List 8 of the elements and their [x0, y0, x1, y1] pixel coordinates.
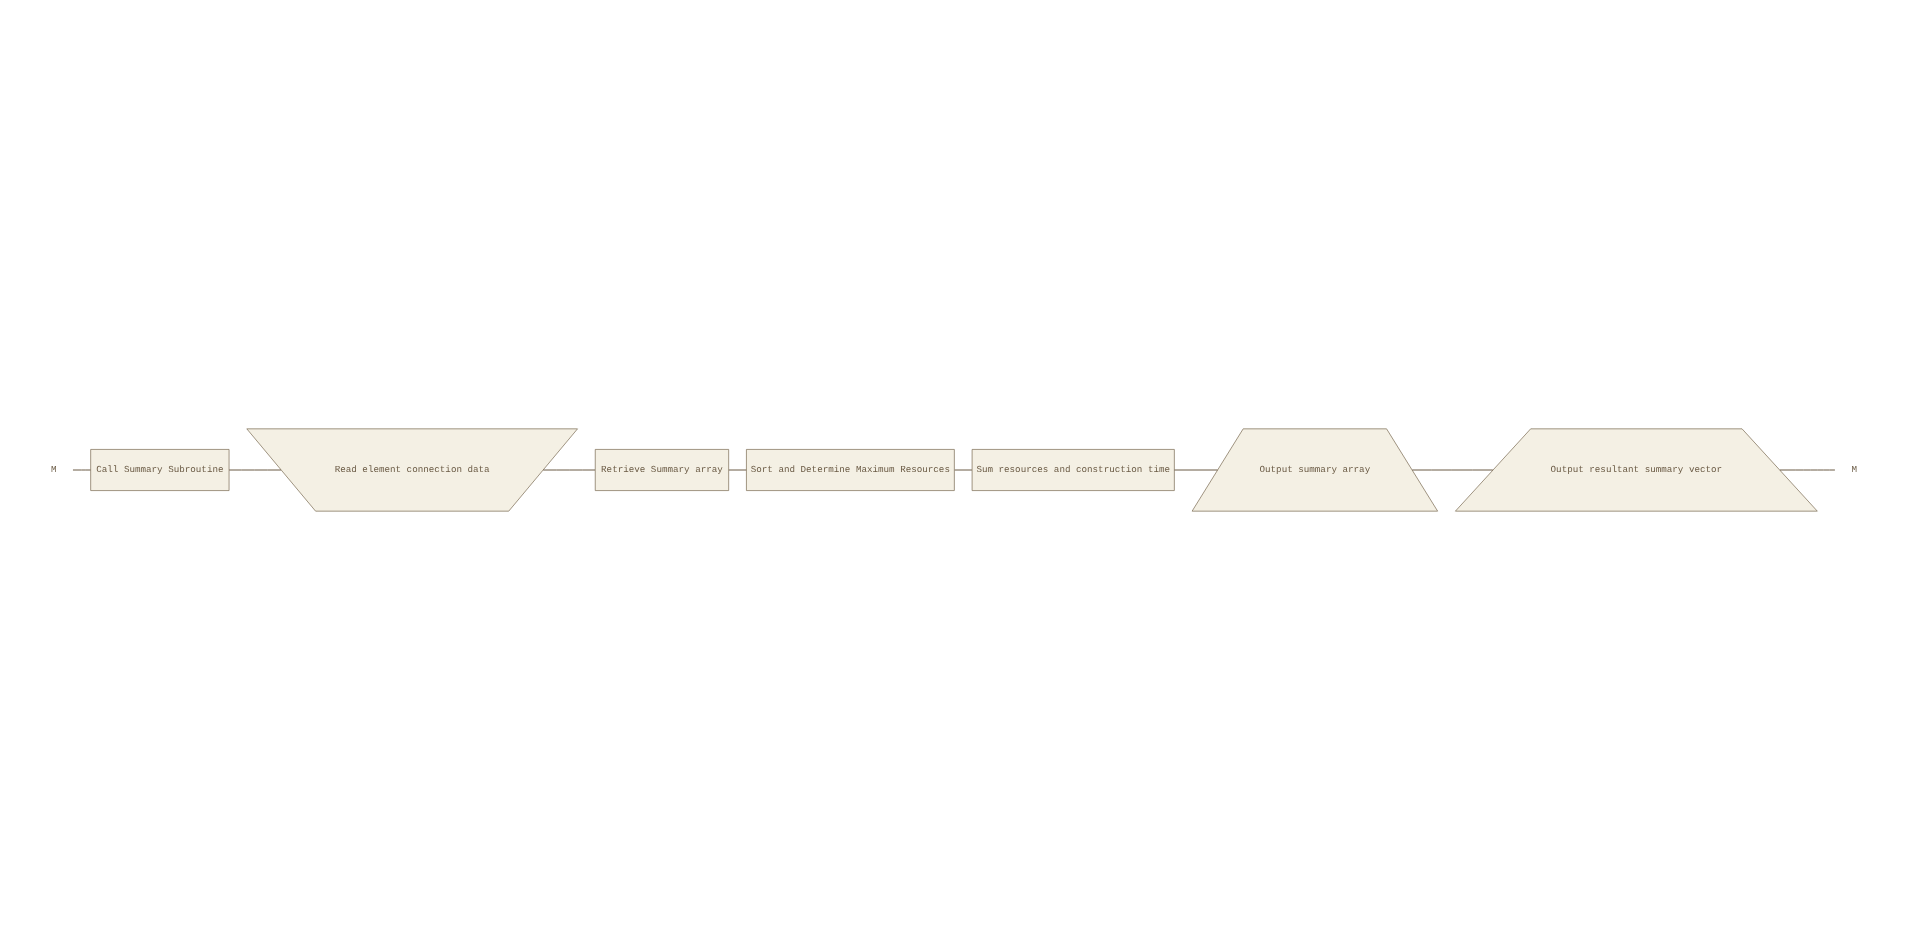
- connector: [1173, 469, 1219, 471]
- connector: [954, 469, 973, 471]
- connector: [728, 469, 747, 471]
- connector: [542, 469, 596, 471]
- connector: [228, 469, 282, 471]
- connector: [1411, 469, 1494, 471]
- connector: [72, 469, 92, 471]
- connector: [1779, 469, 1836, 471]
